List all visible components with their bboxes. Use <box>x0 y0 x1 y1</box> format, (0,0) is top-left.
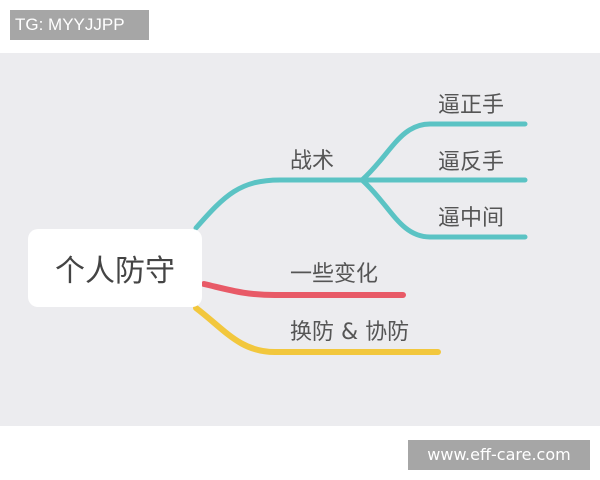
root-node-label: 个人防守 <box>55 254 175 289</box>
branch-changes-label[interactable]: 一些变化 <box>290 262 379 287</box>
watermark-top: TG: MYYJJPP <box>10 10 149 40</box>
mindmap-connectors <box>193 121 528 355</box>
connector-tactics <box>193 177 365 231</box>
branch-switch-help-label[interactable]: 换防 & 协防 <box>290 320 410 345</box>
root-node[interactable]: 个人防守 <box>28 229 202 307</box>
connector-changes <box>201 281 406 298</box>
mindmap-canvas: 个人防守 战术 逼正手 逼反手 逼中间 一些变化 换防 & 协防 <box>0 53 600 426</box>
connector-forehand <box>359 121 528 183</box>
child-backhand-label[interactable]: 逼反手 <box>438 150 505 175</box>
watermark-bottom: www.eff-care.com <box>408 440 590 470</box>
child-middle-label[interactable]: 逼中间 <box>438 206 505 231</box>
child-forehand-label[interactable]: 逼正手 <box>438 93 505 118</box>
connector-middle <box>359 177 528 240</box>
branch-tactics-label[interactable]: 战术 <box>290 149 335 174</box>
connector-switch-help <box>193 305 441 355</box>
